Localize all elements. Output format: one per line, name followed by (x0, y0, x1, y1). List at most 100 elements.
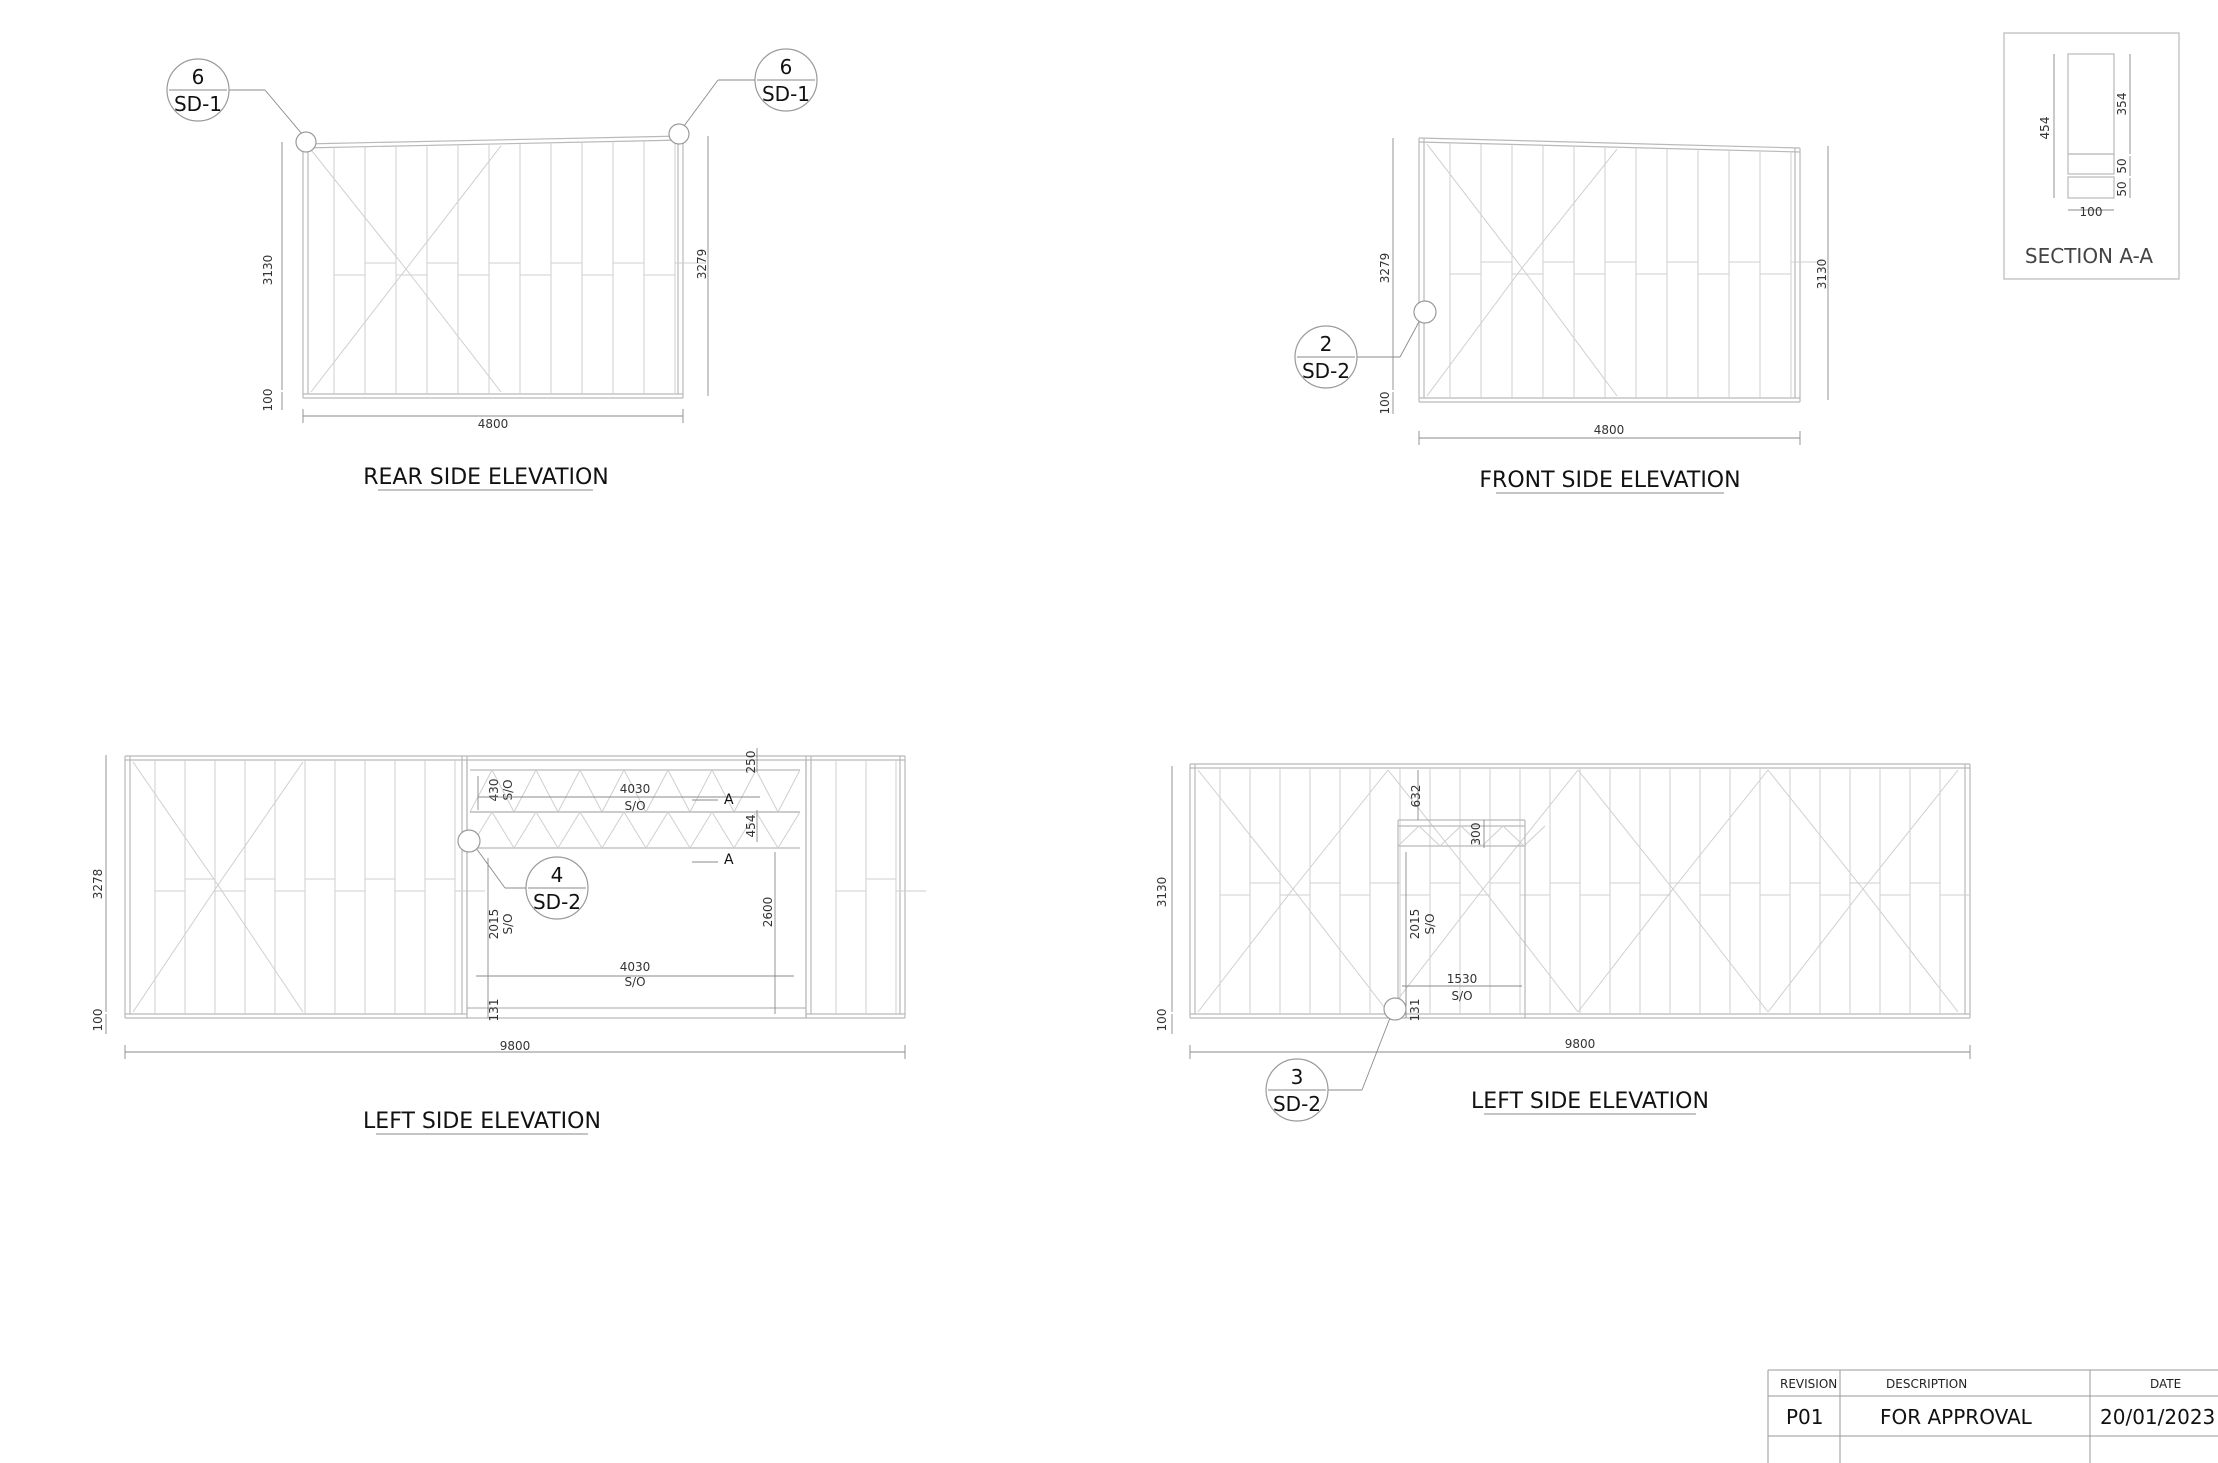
left2-dimensions: 9800 3130 100 632 300 2015 S/O 1530 S/O … (1155, 766, 1971, 1059)
brace (1387, 888, 1484, 1013)
callout-front[interactable]: 2 SD-2 (1294, 300, 1437, 389)
section-a-a: 454 354 50 50 100 SECTION A-A (2003, 32, 2180, 280)
lintel-web (1418, 825, 1441, 847)
truss-web (689, 811, 713, 849)
tb-header-description: DESCRIPTION (1886, 1377, 1967, 1391)
left-elevation-1: 9800 3278 100 250 430 S/O 4030 S/O A 454… (91, 748, 926, 1135)
left1-so-2: S/O (624, 799, 645, 813)
left1-dim-131: 131 (487, 999, 501, 1022)
brace (1862, 888, 1959, 1013)
left1-dim-opening-bottom: 4030 (620, 960, 651, 974)
brace (310, 268, 407, 393)
lintel-web (1460, 825, 1483, 847)
left2-so-1: S/O (1423, 913, 1437, 934)
left1-so-4: S/O (624, 975, 645, 989)
truss-web (711, 769, 735, 813)
top-plate (302, 135, 684, 145)
tb-header-date: DATE (2150, 1377, 2181, 1391)
truss-web (623, 769, 647, 813)
callout-rear-right-sheet: SD-1 (762, 82, 810, 106)
callout-rear-right[interactable]: 6 SD-1 (668, 48, 818, 145)
brace (1672, 769, 1769, 890)
truss-web (579, 811, 603, 849)
truss-web (645, 811, 669, 849)
truss-web (535, 811, 559, 849)
brace (1672, 888, 1769, 1013)
rear-elevation-title: REAR SIDE ELEVATION (363, 465, 609, 490)
front-dimensions: 4800 3279 100 3130 (1378, 138, 1829, 445)
left1-dimensions: 9800 3278 100 250 430 S/O 4030 S/O A 454… (91, 748, 906, 1059)
section-dim-50b: 50 (2115, 181, 2129, 196)
callout-left1[interactable]: 4 SD-2 (457, 829, 589, 920)
left2-dim-width: 9800 (1565, 1037, 1596, 1051)
left2-dim-height: 3130 (1155, 877, 1169, 908)
truss-web (667, 769, 691, 813)
truss-web (535, 769, 559, 813)
truss-web (513, 769, 537, 813)
callout-front-sheet: SD-2 (1302, 359, 1350, 383)
rear-dimensions: 4800 3130 100 3279 (261, 136, 709, 431)
front-wall-frame (1418, 137, 1822, 403)
left1-dim-base: 100 (91, 1009, 105, 1032)
section-title: SECTION A-A (2025, 244, 2153, 268)
tb-revision-value: P01 (1786, 1405, 1824, 1429)
truss-web (667, 811, 691, 849)
left1-dim-height: 3278 (91, 869, 105, 900)
section-dim-100: 100 (2080, 205, 2103, 219)
brace (1521, 267, 1618, 397)
front-dim-height-right: 3130 (1815, 259, 1829, 290)
left1-so-3: S/O (501, 913, 515, 934)
top-plate (1418, 137, 1801, 149)
left1-section-mark-2: A (724, 852, 734, 868)
left1-dim-454: 454 (744, 815, 758, 838)
left1-wall-frame (124, 755, 926, 1019)
left2-dim-opening: 1530 (1447, 972, 1478, 986)
truss-web (557, 811, 581, 849)
front-dim-base: 100 (1378, 392, 1392, 415)
front-dim-height-left: 3279 (1378, 253, 1392, 284)
tb-description-value: FOR APPROVAL (1880, 1405, 2033, 1429)
brace (1292, 769, 1389, 890)
brace (405, 145, 502, 270)
callout-front-number: 2 (1320, 332, 1333, 356)
section-dim-50a: 50 (2115, 158, 2129, 173)
left2-dim-2015: 2015 (1408, 909, 1422, 940)
brace (1577, 769, 1674, 890)
lintel-web (1481, 825, 1504, 847)
left2-elevation-title: LEFT SIDE ELEVATION (1471, 1089, 1709, 1114)
rear-dim-width: 4800 (478, 417, 509, 431)
brace (1862, 769, 1959, 890)
callout-left2[interactable]: 3 SD-2 (1265, 997, 1407, 1122)
truss-web (623, 811, 647, 849)
truss-web (645, 769, 669, 813)
truss-web (557, 769, 581, 813)
rear-wall-frame (302, 135, 706, 399)
left1-section-mark-1: A (724, 792, 734, 808)
truss-web (755, 811, 779, 849)
truss-web (513, 811, 537, 849)
truss-web (733, 811, 757, 849)
callouts: 6 SD-1 6 SD-1 2 SD-2 4 (166, 48, 1437, 1122)
callout-left2-number: 3 (1291, 1065, 1304, 1089)
rear-dim-base: 100 (261, 389, 275, 412)
brace (132, 884, 219, 1013)
brace (1292, 888, 1389, 1013)
brace (310, 149, 407, 270)
callout-rear-left[interactable]: 6 SD-1 (166, 58, 317, 153)
left-elevation-2: 9800 3130 100 632 300 2015 S/O 1530 S/O … (1155, 763, 1971, 1115)
callout-left1-number: 4 (551, 863, 564, 887)
truss-web (755, 769, 779, 813)
truss-web (491, 769, 515, 813)
left1-so-1: S/O (501, 779, 515, 800)
tb-header-revision: REVISION (1780, 1377, 1837, 1391)
brace (1426, 143, 1523, 269)
truss-web (777, 769, 801, 813)
truss-web (469, 769, 493, 813)
left1-dim-opening-top: 4030 (620, 782, 651, 796)
left1-dim-430: 430 (487, 779, 501, 802)
callout-rear-left-number: 6 (192, 65, 205, 89)
front-elevation: 4800 3279 100 3130 FRONT SIDE ELEVATION (1378, 137, 1829, 494)
left2-wall-frame (1189, 763, 1971, 1019)
brace (1767, 888, 1864, 1013)
